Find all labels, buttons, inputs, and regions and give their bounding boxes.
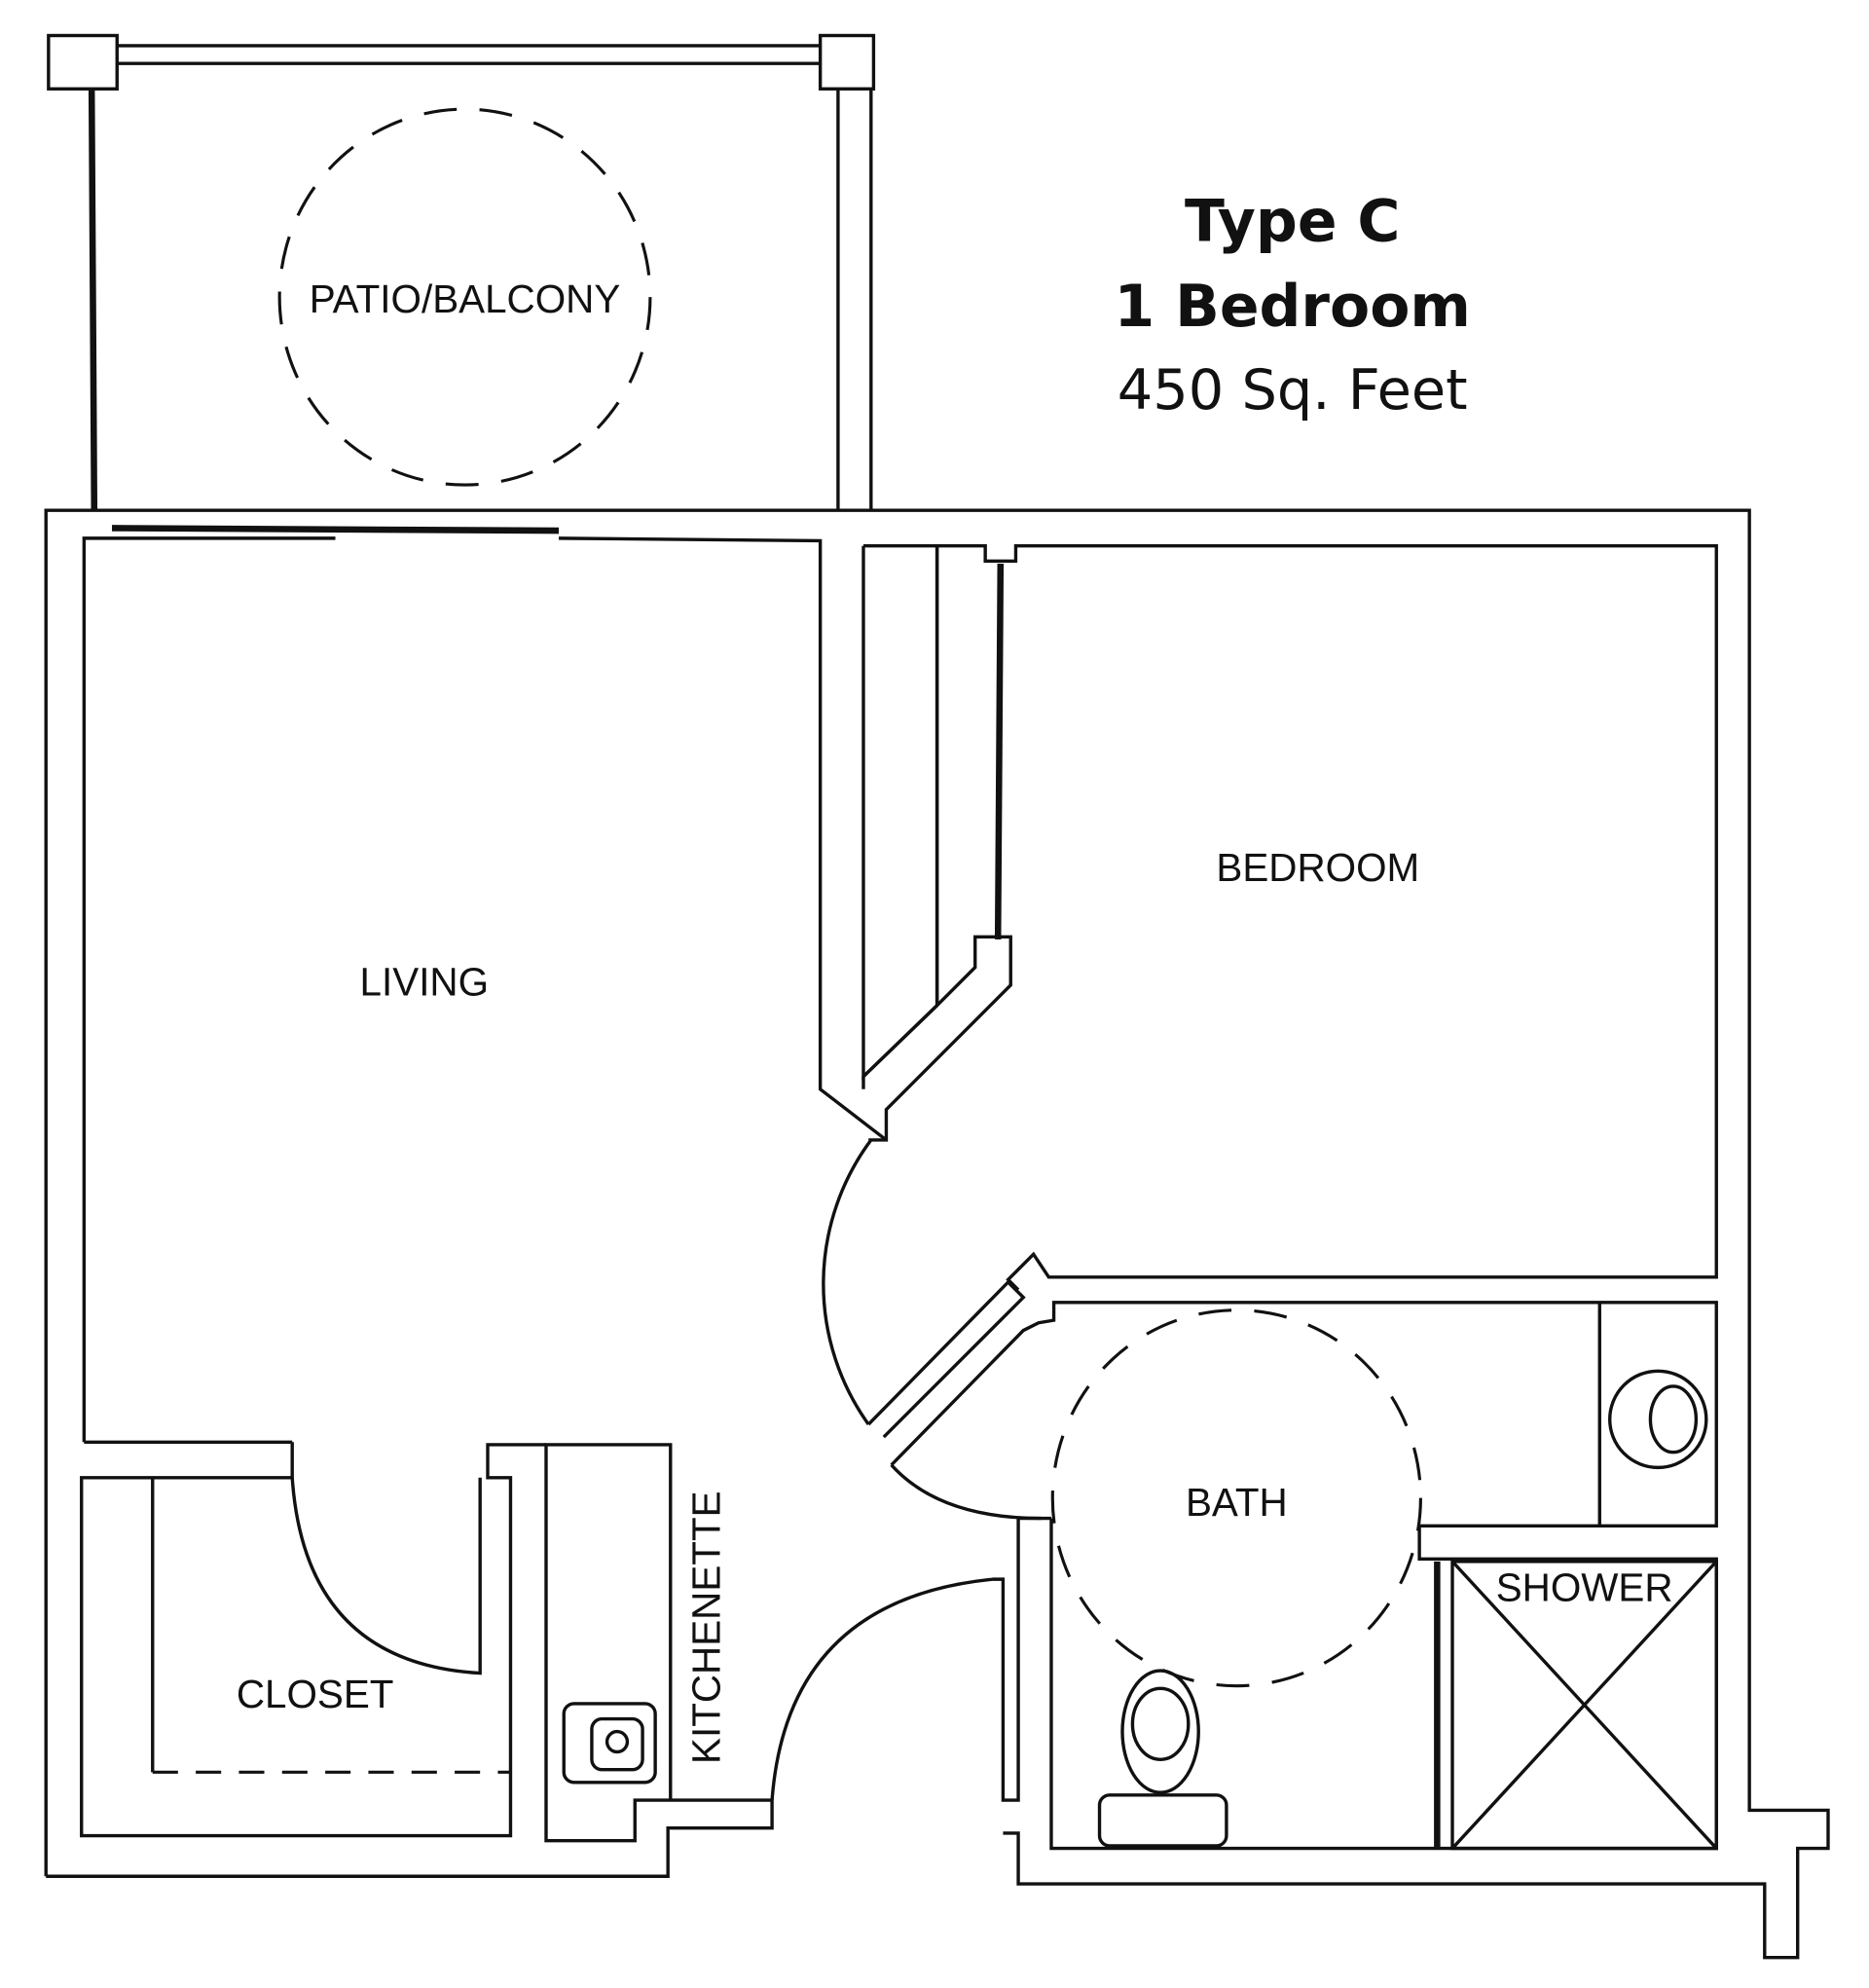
closet-walls [80,1442,546,1838]
unit-area: 450 Sq. Feet [1118,357,1468,423]
room-label-kitchenette: KITCHENETTE [684,1491,729,1764]
patio-structure [47,33,876,511]
room-label-living: LIVING [360,959,489,1004]
bath-sink-icon [1608,1369,1708,1470]
kitchen-sink-icon [562,1702,657,1785]
toilet-icon [1120,1669,1200,1794]
room-label-bedroom: BEDROOM [1216,845,1419,890]
shower-icon [1434,1560,1718,1851]
fixtures [562,1308,1718,1851]
room-label-closet: CLOSET [237,1672,394,1716]
room-label-patio: PATIO/BALCONY [310,276,621,321]
room-label-shower: SHOWER [1496,1565,1673,1609]
bedroom-walls [861,544,1718,1292]
unit-type: Type C [1185,188,1400,256]
doors [84,1138,1718,1851]
exterior-walls [44,508,1830,1960]
room-label-bath: BATH [1186,1480,1288,1525]
unit-bedrooms: 1 Bedroom [1115,273,1471,341]
